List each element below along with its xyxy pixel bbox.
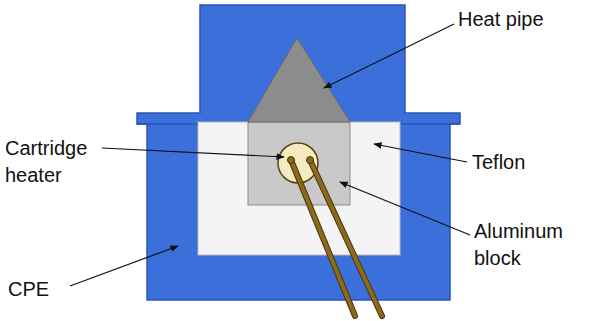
teflon-insert <box>198 122 400 255</box>
part-label: Heat pipe <box>458 6 578 33</box>
part-label: Aluminum block <box>474 218 584 272</box>
heat-pipe <box>248 38 350 122</box>
part-label: CPE <box>8 276 88 303</box>
part-label: Cartridge heater <box>5 135 105 189</box>
part-label: Teflon <box>472 149 582 176</box>
aluminum-block <box>248 122 350 205</box>
leader-lines <box>70 24 470 286</box>
heater-wires <box>288 157 383 317</box>
